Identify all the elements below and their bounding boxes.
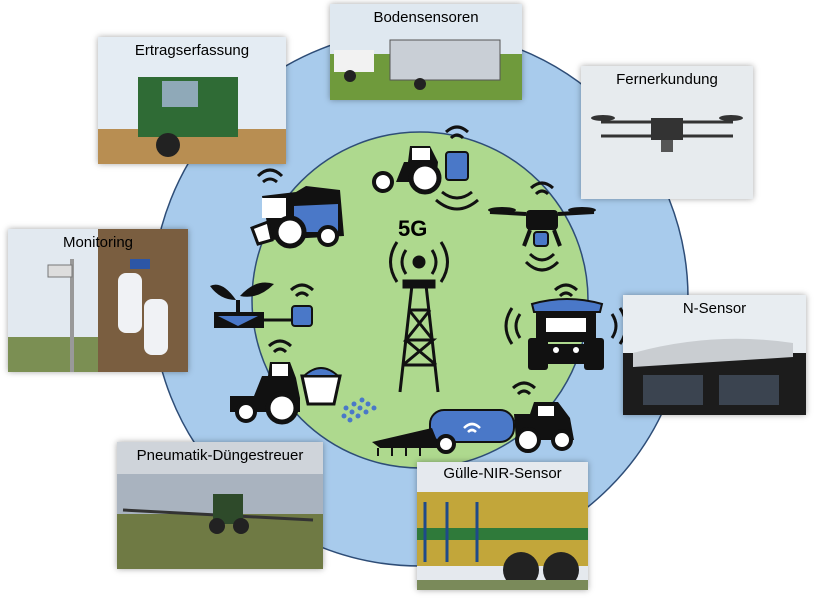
photo-guelle-nir-sensor: Gülle-NIR-Sensor	[417, 462, 588, 590]
network-label: 5G	[398, 216, 428, 241]
label-monitoring: Monitoring	[62, 234, 134, 251]
tower-icon	[389, 241, 449, 393]
photo-ertragserfassung: Ertragserfassung	[98, 37, 286, 164]
photo-fernerkundung: Fernerkundung	[581, 66, 753, 199]
slurry-tanker-icon	[372, 381, 574, 456]
photo-bodensensoren: Bodensensoren	[330, 4, 522, 100]
label-guelle-nir-sensor: Gülle-NIR-Sensor	[443, 465, 562, 482]
photo-monitoring: Monitoring	[8, 229, 188, 372]
label-fernerkundung: Fernerkundung	[616, 71, 718, 88]
photo-pneumatik-duengestreuer: Pneumatik-Düngestreuer	[117, 442, 323, 569]
label-bodensensoren: Bodensensoren	[373, 9, 479, 26]
plant-sensor-icon	[210, 282, 315, 328]
tractor-soil-sensor-icon	[372, 125, 479, 211]
tractor-spreader-icon	[230, 339, 377, 425]
label-n-sensor: N-Sensor	[682, 300, 747, 317]
photo-n-sensor: N-Sensor	[623, 295, 806, 415]
label-ertragserfassung: Ertragserfassung	[134, 42, 250, 59]
tractor-n-sensor-icon	[504, 283, 628, 370]
harvester-icon	[250, 168, 344, 249]
drone-icon	[488, 181, 596, 272]
label-pneumatik-duengestreuer: Pneumatik-Düngestreuer	[136, 447, 304, 464]
